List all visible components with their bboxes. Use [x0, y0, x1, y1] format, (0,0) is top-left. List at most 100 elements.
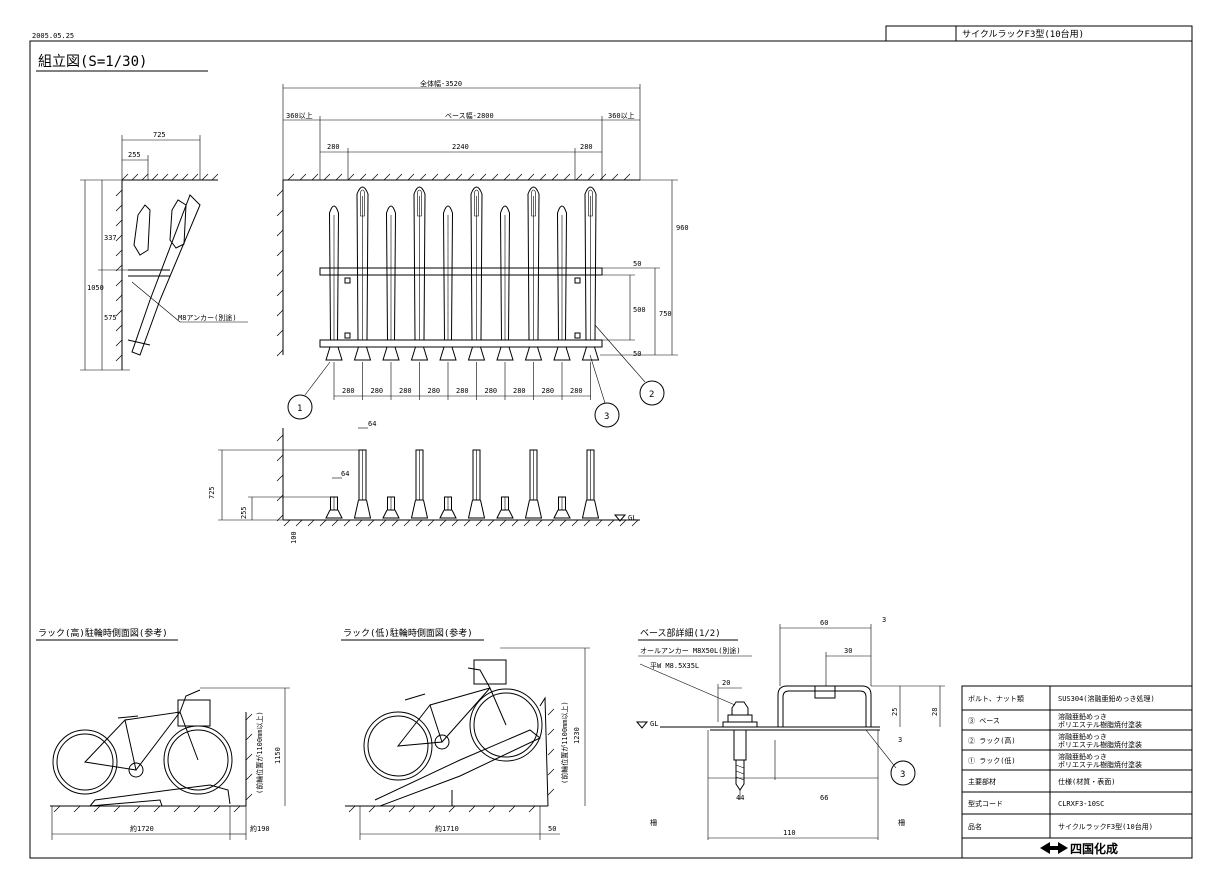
front-bottom-label: 100: [290, 531, 298, 544]
base-side-left: 柵: [650, 818, 657, 827]
spec-row-value: 溶融亜鉛めっき: [1058, 732, 1107, 741]
base-dim-25: 25: [891, 708, 899, 716]
rack-high: [467, 186, 486, 361]
pitch-dim-7: 280: [542, 387, 555, 395]
dim-50b: 50: [633, 350, 641, 358]
front-rack-low: [439, 496, 457, 519]
dim-side-left: 360以上: [286, 111, 313, 120]
spec-row-label: 主要部材: [968, 777, 996, 786]
spec-row-value: サイクルラックF3型(10台用): [1058, 822, 1153, 831]
front-dim-255: 255: [240, 506, 248, 519]
callout-1: 1: [287, 361, 331, 420]
front-rack-high: [524, 449, 543, 519]
pitch-dim-4: 280: [456, 387, 469, 395]
dim-255: 255: [128, 151, 141, 159]
title-box-text: サイクルラックF3型(10台用): [962, 28, 1084, 40]
spec-row-label: ② ラック(高): [968, 736, 1016, 745]
title-box: [885, 25, 1193, 42]
drawing-border: [29, 40, 1193, 859]
rack-low: [439, 205, 457, 361]
bolt-mark: [344, 277, 351, 284]
dim-337: 337: [104, 234, 117, 242]
svg-text:3: 3: [604, 412, 609, 422]
front-gl: GL: [628, 514, 636, 522]
spec-row-value: 溶融亜鉛めっき: [1058, 712, 1107, 721]
dim-base-width: ベース幅-2800: [445, 111, 494, 120]
rack-high: [581, 186, 600, 361]
front-view: 725 255 64 64 GL 100: [208, 420, 640, 544]
date-stamp: 2005.05.25: [32, 32, 74, 40]
rack-low: [496, 205, 514, 361]
spec-row: 品名サイクルラックF3型(10台用): [962, 813, 1192, 831]
dim-725: 725: [153, 131, 166, 139]
rack-low-height: 1230: [573, 727, 581, 744]
rack-low-view: ラック(低)駐輪時側面図(参考) 約1710 50 1230 (前輪位置が110…: [341, 627, 590, 840]
side-view: M8アンカー(別途) 725 255 1050 337 575: [80, 131, 248, 371]
pitch-dim-2: 280: [399, 387, 412, 395]
callout-2: 2: [594, 324, 665, 406]
rack-low-length: 約1710: [435, 824, 459, 833]
svg-text:2: 2: [649, 390, 654, 400]
front-rack-low: [553, 496, 571, 519]
pitch-dim-3: 280: [428, 387, 441, 395]
spec-row-label: 型式コード: [968, 799, 1003, 808]
spec-row-value: ポリエステル樹脂焼付塗装: [1058, 760, 1142, 769]
spec-row-label: ① ラック(低): [968, 756, 1016, 765]
pitch-dim-5: 280: [485, 387, 498, 395]
view-title: 組立図(S=1/30): [38, 54, 147, 70]
base-dim-28: 28: [931, 708, 939, 716]
spec-row-value: 仕様(材質・表面): [1058, 777, 1115, 786]
front-rack-high: [353, 449, 372, 519]
pitch-dim-0: 280: [342, 387, 355, 395]
svg-text:1: 1: [297, 404, 302, 414]
dim-50a: 50: [633, 260, 641, 268]
anchor-label: M8アンカー(別途): [178, 313, 237, 322]
front-rack-high: [410, 449, 429, 519]
spec-row-value: SUS304(溶融亜鉛めっき処理): [1058, 694, 1155, 703]
front-rack-low: [325, 496, 343, 519]
base-dim-66: 66: [820, 794, 828, 802]
plan-view: 全体幅-3520 360以上 ベース幅-2800 360以上 280 2240 …: [276, 79, 689, 400]
front-rack-high: [467, 449, 486, 519]
rack-low-note: (前輪位置が1100mm以上): [560, 701, 569, 784]
dim-750: 750: [659, 310, 672, 318]
base-dim-110: 110: [783, 829, 796, 837]
rack-high-view: ラック(高)駐輪時側面図(参考) 約1720 約190 1150 (前輪位置が: [36, 627, 290, 840]
spec-row-value: ポリエステル樹脂焼付塗装: [1058, 720, 1142, 729]
bolt-mark: [574, 332, 581, 339]
pitch-dim-8: 280: [570, 387, 583, 395]
rack-high: [410, 186, 429, 361]
rack-low: [553, 205, 571, 361]
rack-high-height: 1150: [274, 747, 282, 764]
dim-side-right: 360以上: [608, 111, 635, 120]
rack-high-gap: 約190: [250, 824, 270, 833]
rack-high: [353, 186, 372, 361]
rack-low-title: ラック(低)駐輪時側面図(参考): [343, 627, 473, 639]
rack-high: [524, 186, 543, 361]
dim-1050: 1050: [87, 284, 104, 292]
dim-overall-width: 全体幅-3520: [420, 79, 462, 88]
rack-high-title: ラック(高)駐輪時側面図(参考): [38, 627, 168, 639]
base-gl: GL: [650, 720, 658, 728]
base-dim-60: 60: [820, 619, 828, 627]
dim-280-right: 280: [580, 143, 593, 151]
front-dim-64b: 64: [341, 470, 349, 478]
rack-high-length: 約1720: [130, 824, 154, 833]
spec-row-label: ③ ベース: [968, 717, 1000, 725]
base-anchor-label: オールアンカー M8X50L(別途): [640, 646, 741, 655]
front-rack-low: [382, 496, 400, 519]
dim-280-left: 280: [327, 143, 340, 151]
base-dim-3a: 3: [882, 616, 886, 624]
bolt-mark: [344, 332, 351, 339]
base-side-right: 柵: [898, 818, 905, 827]
callout-3: 3: [589, 354, 620, 428]
base-dim-3b: 3: [898, 736, 902, 744]
base-detail-title: ベース部詳細(1/2): [640, 627, 721, 639]
spec-row-value: ポリエステル樹脂焼付塗装: [1058, 740, 1142, 749]
